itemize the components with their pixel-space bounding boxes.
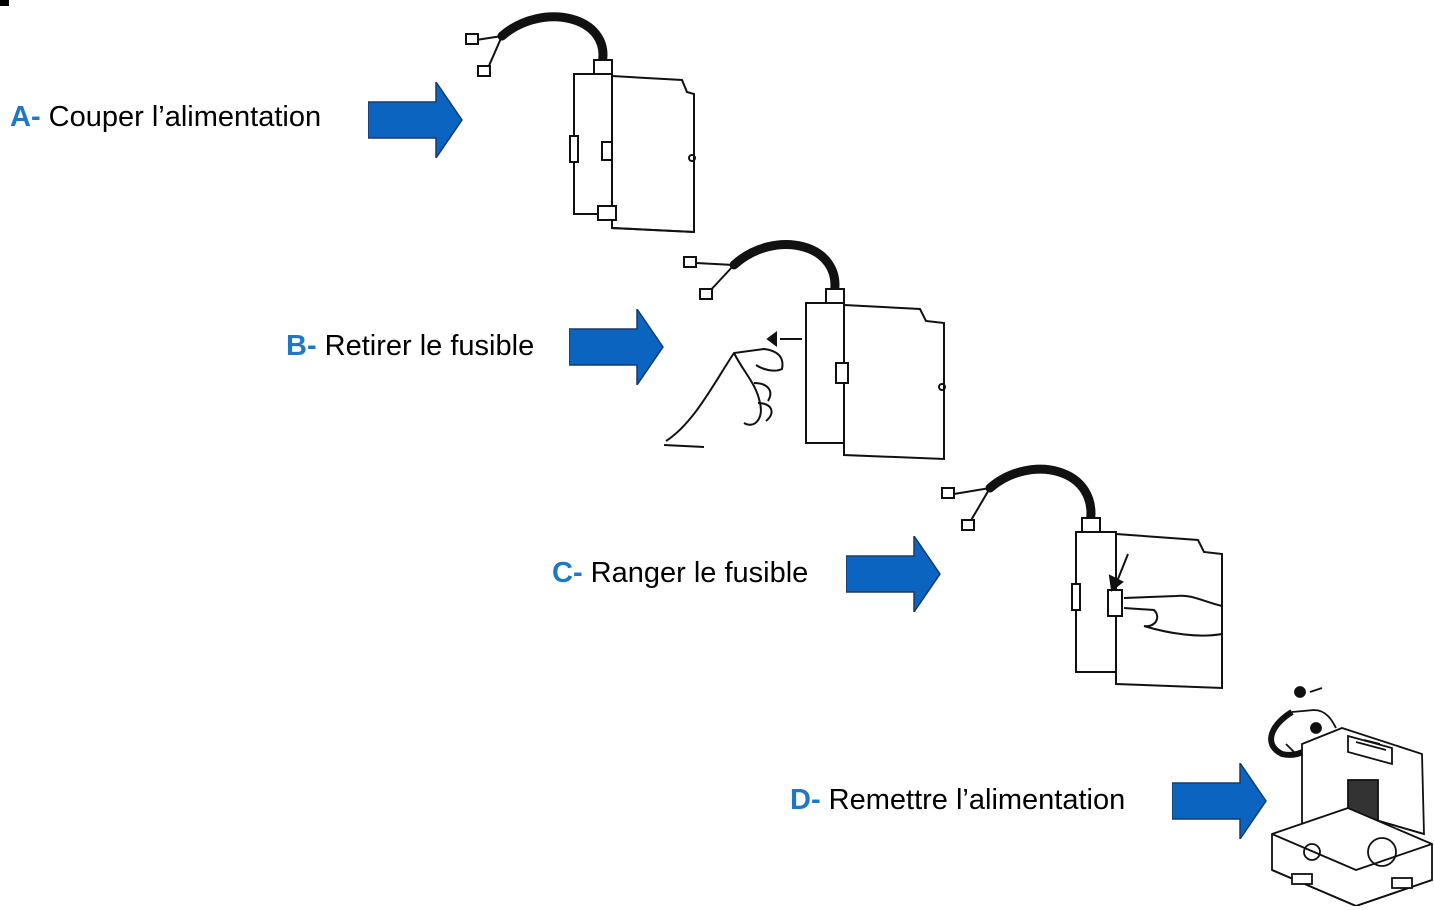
step-d-text: Remettre l’alimentation	[828, 784, 1126, 816]
step-c-label: C- Ranger le fusible	[552, 557, 808, 590]
step-c-arrow-icon	[846, 536, 941, 612]
step-b-arrow-icon	[569, 309, 664, 385]
step-c-letter: C-	[552, 557, 583, 589]
step-b-letter: B-	[286, 330, 317, 362]
fuse-removal-illustration	[664, 240, 946, 461]
step-c-text: Ranger le fusible	[590, 557, 809, 589]
motor-unit-illustration	[1268, 686, 1433, 906]
cropped-heading-fragment	[0, 0, 9, 6]
step-a-letter: A-	[10, 101, 41, 133]
step-b-label: B- Retirer le fusible	[286, 330, 534, 363]
fuse-storage-illustration	[941, 464, 1223, 690]
power-module-illustration	[465, 12, 696, 234]
step-a-label: A- Couper l’alimentation	[10, 101, 321, 134]
step-d-label: D- Remettre l’alimentation	[790, 784, 1125, 817]
step-d-letter: D-	[790, 784, 821, 816]
step-d-arrow-icon	[1172, 763, 1267, 839]
step-a-text: Couper l’alimentation	[48, 101, 322, 133]
step-b-text: Retirer le fusible	[324, 330, 535, 362]
step-a-arrow-icon	[368, 82, 463, 158]
